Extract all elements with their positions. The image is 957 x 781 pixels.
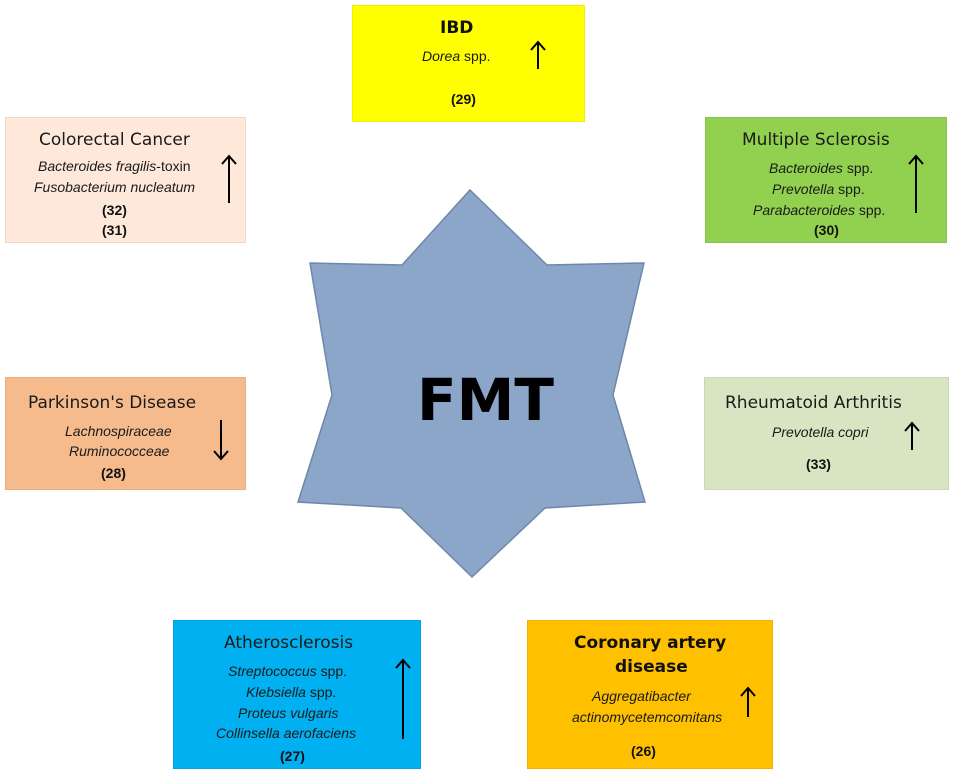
star-shape xyxy=(296,188,646,579)
multiple-sclerosis-taxon: Bacteroides spp. xyxy=(769,160,874,176)
atherosclerosis-box: Atherosclerosis Streptococcus spp. Klebs… xyxy=(173,620,421,769)
up-arrow-icon xyxy=(908,154,924,213)
multiple-sclerosis-title: Multiple Sclerosis xyxy=(742,130,890,150)
up-arrow-icon xyxy=(740,686,756,717)
rheumatoid-arthritis-title: Rheumatoid Arthritis xyxy=(725,393,902,413)
rheumatoid-arthritis-taxon: Prevotella copri xyxy=(772,424,869,440)
coronary-artery-disease-taxon: actinomycetemcomitans xyxy=(572,709,723,725)
coronary-artery-disease-box: Coronary artery disease Aggregatibacter … xyxy=(527,620,773,769)
down-arrow-icon xyxy=(213,420,229,461)
colorectal-cancer-title: Colorectal Cancer xyxy=(39,130,190,150)
coronary-artery-disease-taxon: Aggregatibacter xyxy=(592,688,691,704)
up-arrow-icon xyxy=(904,421,920,450)
multiple-sclerosis-box: Multiple Sclerosis Bacteroides spp. Prev… xyxy=(705,117,947,243)
parkinsons-disease-reference: (28) xyxy=(101,465,126,481)
parkinsons-disease-taxon: Lachnospiraceae xyxy=(65,423,172,439)
atherosclerosis-taxon: Collinsella aerofaciens xyxy=(216,725,357,741)
ibd-box: IBD Dorea spp. (29) xyxy=(352,5,585,122)
coronary-artery-disease-title: Coronary artery xyxy=(574,633,727,653)
atherosclerosis-reference: (27) xyxy=(280,748,305,764)
parkinsons-disease-title: Parkinson's Disease xyxy=(28,393,197,413)
parkinsons-disease-taxon: Ruminococceae xyxy=(69,443,170,459)
rheumatoid-arthritis-reference: (33) xyxy=(806,456,831,472)
multiple-sclerosis-taxon: Prevotella spp. xyxy=(772,181,865,197)
up-arrow-icon xyxy=(530,40,546,69)
atherosclerosis-taxon: Streptococcus spp. xyxy=(228,663,348,679)
fmt-label: FMT xyxy=(417,366,554,434)
up-arrow-icon xyxy=(221,154,237,203)
multiple-sclerosis-taxon: Parabacteroides spp. xyxy=(753,202,886,218)
up-arrow-icon xyxy=(395,658,411,739)
parkinsons-disease-box: Parkinson's Disease Lachnospiraceae Rumi… xyxy=(5,377,246,490)
coronary-artery-disease-reference: (26) xyxy=(631,743,656,759)
ibd-taxon: Dorea spp. xyxy=(422,48,491,64)
rheumatoid-arthritis-box: Rheumatoid Arthritis Prevotella copri (3… xyxy=(704,377,949,490)
colorectal-cancer-reference: (31) xyxy=(102,222,127,238)
colorectal-cancer-taxon: Bacteroides fragilis-toxin xyxy=(38,158,191,174)
multiple-sclerosis-reference: (30) xyxy=(814,222,839,238)
atherosclerosis-title: Atherosclerosis xyxy=(224,633,354,653)
atherosclerosis-taxon: Klebsiella spp. xyxy=(246,684,337,700)
coronary-artery-disease-title: disease xyxy=(615,657,688,677)
colorectal-cancer-reference: (32) xyxy=(102,202,127,218)
ibd-reference: (29) xyxy=(451,91,476,107)
colorectal-cancer-box: Colorectal Cancer Bacteroides fragilis-t… xyxy=(5,117,246,243)
atherosclerosis-taxon: Proteus vulgaris xyxy=(238,705,339,721)
ibd-title: IBD xyxy=(440,18,474,38)
colorectal-cancer-taxon: Fusobacterium nucleatum xyxy=(34,179,196,195)
